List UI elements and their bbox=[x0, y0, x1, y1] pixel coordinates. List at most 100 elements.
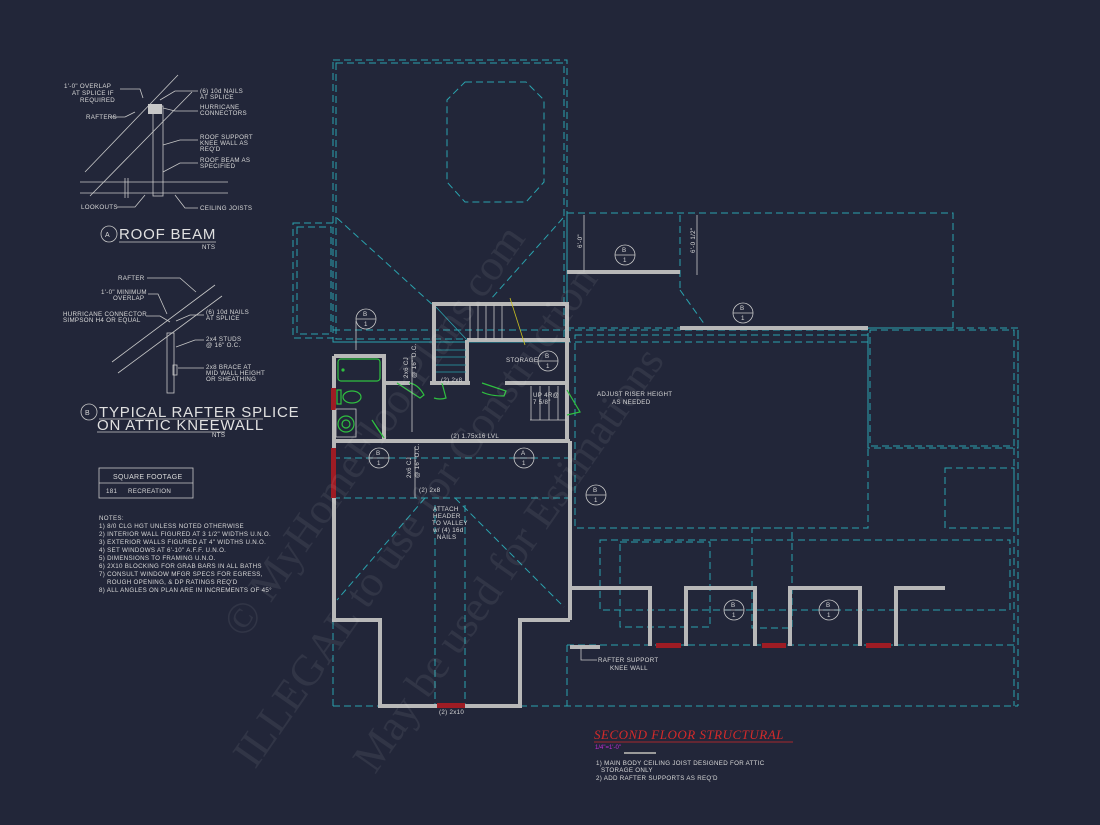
header-label: (2) 2x10 bbox=[439, 709, 464, 716]
svg-text:B: B bbox=[376, 450, 380, 457]
stair-note-2: 7 5/8" bbox=[533, 399, 551, 406]
note-item: ROUGH OPENING, & DP RATINGS REQ'D bbox=[107, 579, 238, 586]
section-marker-b: B 1 bbox=[723, 599, 745, 621]
sqft-value: 181 bbox=[106, 488, 117, 495]
detail-b-rafter-splice: RAFTER 1'-0" MINIMUM OVERLAP HURRICANE C… bbox=[63, 275, 299, 439]
attach-note: w/ (4) 16d bbox=[432, 527, 464, 534]
detail-b-scale: NTS bbox=[212, 432, 225, 439]
svg-text:@ 16" O.C.: @ 16" O.C. bbox=[411, 343, 418, 378]
label-knee-wall: ROOF SUPPORT bbox=[200, 134, 253, 141]
drawing-note: 1) MAIN BODY CEILING JOIST DESIGNED FOR … bbox=[596, 760, 765, 767]
note-item: 7) CONSULT WINDOW MFGR SPECS FOR EGRESS, bbox=[99, 571, 263, 578]
label-lookouts: LOOKOUTS bbox=[81, 204, 118, 211]
drawing-note: STORAGE ONLY bbox=[601, 767, 653, 774]
drawing-title-block: SECOND FLOOR STRUCTURAL 1/4"=1'-0" 1) MA… bbox=[594, 727, 793, 782]
stair-note: UP 4R@ bbox=[533, 392, 559, 399]
riser-note-2: AS NEEDED bbox=[612, 399, 651, 406]
svg-text:1: 1 bbox=[377, 460, 381, 467]
note-item: 4) SET WINDOWS AT 6'-10" A.F.F. U.N.O. bbox=[99, 547, 226, 554]
section-marker-b: B 1 bbox=[585, 484, 607, 506]
svg-text:B: B bbox=[593, 487, 597, 494]
label-brace: 2x8 BRACE AT bbox=[206, 364, 251, 371]
svg-text:1: 1 bbox=[546, 363, 550, 370]
svg-text:1: 1 bbox=[594, 497, 598, 504]
sqft-label: RECREATION bbox=[128, 488, 171, 495]
label-brace-2: MID WALL HEIGHT bbox=[206, 370, 265, 377]
label-nails-2: AT SPLICE bbox=[200, 94, 234, 101]
svg-text:B: B bbox=[363, 311, 367, 318]
svg-text:B: B bbox=[740, 305, 744, 312]
section-markers: B 1 B 1 B 1 A 1 B 1 bbox=[355, 244, 840, 621]
toilet-icon bbox=[342, 390, 362, 404]
svg-text:1: 1 bbox=[623, 257, 627, 264]
bathtub-icon bbox=[337, 358, 381, 382]
svg-text:1: 1 bbox=[364, 321, 368, 328]
label-overlap-2: AT SPLICE IF bbox=[72, 90, 114, 97]
door-swing bbox=[481, 382, 507, 397]
label-hurricane-2: CONNECTORS bbox=[200, 110, 247, 117]
windows bbox=[331, 388, 891, 708]
label-roof-beam-2: SPECIFIED bbox=[200, 163, 236, 170]
marker-letter: A bbox=[105, 232, 110, 239]
label-minimum: 1'-0" MINIMUM bbox=[101, 289, 147, 296]
riser-note: ADJUST RISER HEIGHT bbox=[597, 391, 672, 398]
label-rafters: RAFTERS bbox=[86, 114, 117, 121]
skylight-outline bbox=[446, 81, 545, 203]
fixtures bbox=[335, 358, 581, 439]
drawing-title: SECOND FLOOR STRUCTURAL bbox=[594, 727, 784, 742]
dimension-label: 6'-0" bbox=[577, 234, 584, 248]
label-ceiling-joists: CEILING JOISTS bbox=[200, 205, 252, 212]
door-swing bbox=[566, 389, 581, 416]
section-marker-b: B 1 bbox=[355, 308, 377, 350]
svg-text:1: 1 bbox=[741, 315, 745, 322]
walls bbox=[332, 270, 945, 708]
note-item: 3) EXTERIOR WALLS FIGURED AT 4" WIDTHS U… bbox=[99, 539, 266, 546]
label-studs: 2x4 STUDS bbox=[206, 336, 241, 343]
rafter-support-note: RAFTER SUPPORT bbox=[598, 657, 658, 664]
dimension-label: 6'-0 1/2" bbox=[690, 228, 697, 253]
label-nails-2: AT SPLICE bbox=[206, 315, 240, 322]
stairs bbox=[435, 297, 567, 421]
label-knee-wall-2: KNEE WALL AS bbox=[200, 140, 248, 147]
label-roof-beam: ROOF BEAM AS bbox=[200, 157, 250, 164]
section-marker-b: B 1 bbox=[614, 244, 636, 266]
sqft-header: SQUARE FOOTAGE bbox=[113, 474, 182, 481]
label-connector: HURRICANE CONNECTOR bbox=[63, 311, 147, 318]
svg-text:B: B bbox=[731, 602, 735, 609]
note-item: 8) ALL ANGLES ON PLAN ARE IN INCREMENTS … bbox=[99, 587, 272, 594]
header-label: (2) 2x8 bbox=[441, 377, 463, 384]
detail-marker-b bbox=[80, 403, 98, 421]
marker-letter: B bbox=[85, 410, 90, 417]
note-item: 1) 8/0 CLG HGT UNLESS NOTED OTHERWISE bbox=[99, 523, 244, 530]
drawing-scale: 1/4"=1'-0" bbox=[595, 745, 621, 751]
section-marker-b: B 1 bbox=[368, 447, 390, 469]
attach-note: NAILS bbox=[437, 534, 456, 541]
detail-a-title: ROOF BEAM bbox=[119, 226, 216, 243]
svg-text:@ 16" O.C.: @ 16" O.C. bbox=[414, 443, 421, 478]
svg-text:2x6 CJ: 2x6 CJ bbox=[403, 357, 410, 378]
drawing-note: 2) ADD RAFTER SUPPORTS AS REQ'D bbox=[596, 775, 718, 782]
notes-header: NOTES: bbox=[99, 515, 124, 522]
header-label: (2) 2x8 bbox=[419, 487, 441, 494]
note-item: 2) INTERIOR WALL FIGURED AT 3 1/2" WIDTH… bbox=[99, 531, 271, 538]
general-notes: NOTES: 1) 8/0 CLG HGT UNLESS NOTED OTHER… bbox=[99, 515, 272, 594]
plan-annotations: STORAGE (2) 2x8 (2) 1.75x16 LVL UP 4R@ 7… bbox=[403, 215, 698, 716]
door-swing bbox=[433, 382, 447, 400]
section-marker-b: B 1 bbox=[818, 599, 840, 621]
label-minimum-2: OVERLAP bbox=[113, 295, 144, 302]
attach-note: ATTACH bbox=[433, 506, 459, 513]
attach-note: HEADER bbox=[433, 513, 461, 520]
svg-text:B: B bbox=[622, 247, 626, 254]
label-overlap-3: REQUIRED bbox=[80, 97, 115, 104]
beam-label: (2) 1.75x16 LVL bbox=[451, 433, 499, 440]
detail-a-roof-beam: 1'-0" OVERLAP AT SPLICE IF REQUIRED (6) … bbox=[64, 74, 253, 251]
room-label-storage: STORAGE bbox=[506, 357, 538, 364]
label-overlap: 1'-0" OVERLAP bbox=[64, 83, 111, 90]
section-marker-b: B 1 bbox=[537, 350, 559, 372]
detail-b-title: TYPICAL RAFTER SPLICE bbox=[99, 404, 299, 421]
attach-note: TO VALLEY bbox=[432, 520, 468, 527]
sink-icon bbox=[337, 415, 355, 433]
label-knee-wall-3: REQ'D bbox=[200, 146, 221, 153]
svg-text:A: A bbox=[521, 450, 526, 457]
